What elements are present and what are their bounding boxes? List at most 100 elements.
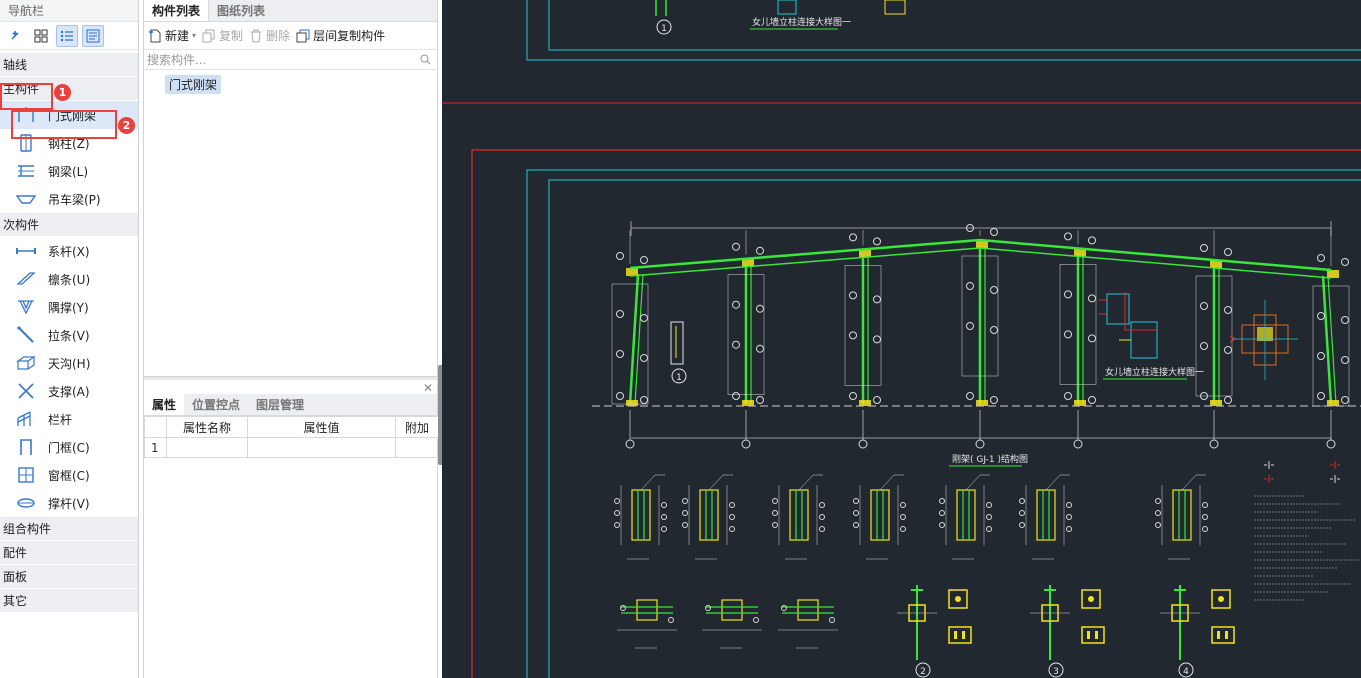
nav-item-steel-beam[interactable]: 钢梁(L) [0, 157, 138, 185]
marker-circle [1200, 302, 1208, 310]
nav-item-label: 拉条(V) [48, 328, 90, 343]
column-outline [1195, 275, 1233, 397]
nav-item-steel-column[interactable]: 钢柱(Z) [0, 129, 138, 157]
marker-circle [1224, 306, 1232, 314]
panel-collapse-handle[interactable] [438, 365, 443, 465]
plate-outline [636, 599, 658, 621]
column-header[interactable]: 属性名称 [166, 416, 248, 438]
category-combo[interactable]: 组合构件 [0, 517, 138, 541]
leader-line [708, 474, 733, 491]
nav-item-door-frame[interactable]: 门框(C) [0, 433, 138, 461]
marker-circle [1224, 396, 1232, 404]
category-fittings[interactable]: 配件 [0, 541, 138, 565]
category-label: 其它 [3, 594, 28, 608]
marker-circle [900, 502, 906, 508]
nav-item-bracing[interactable]: 支撑(A) [0, 377, 138, 405]
detail-circle [656, 19, 672, 35]
steel-column-icon [16, 133, 36, 153]
plate-detail [948, 626, 972, 644]
column-joint [1210, 260, 1222, 268]
nav-item-label: 隅撑(Y) [48, 300, 89, 315]
frame-column-flange [634, 273, 644, 405]
legend-symbol [1330, 475, 1340, 483]
marker-circle [668, 617, 674, 623]
detail-view-icon[interactable] [82, 24, 104, 47]
panel-splitter[interactable] [144, 376, 437, 380]
detail-box [777, 0, 797, 15]
nav-item-label: 门式刚架 [48, 108, 97, 123]
table-cell[interactable] [395, 437, 439, 458]
sheet-border-outer [526, 169, 1361, 678]
base-plate-detail [1229, 300, 1298, 380]
close-icon[interactable]: ✕ [422, 381, 433, 395]
marker-circle [853, 498, 859, 504]
axis-bubble [625, 439, 635, 449]
leader-line [879, 474, 904, 491]
tab-component-list[interactable]: 构件列表 [144, 0, 210, 21]
detail-circle-label: 4 [1183, 667, 1189, 677]
tab-properties[interactable]: 属性 [144, 394, 185, 415]
layer-copy-button[interactable]: 层间复制构件 [296, 27, 385, 44]
category-axis[interactable]: 轴线 [0, 53, 138, 77]
table-cell[interactable] [247, 437, 396, 458]
column-header[interactable]: 属性值 [247, 416, 396, 438]
list-item[interactable]: 门式刚架 [165, 75, 222, 94]
nav-item-strut[interactable]: 撑杆(V) [0, 489, 138, 517]
detail-box [884, 0, 906, 15]
leader-line [965, 474, 990, 491]
copy-icon [202, 29, 215, 42]
marker-circle [1200, 342, 1208, 350]
nav-item-purlin[interactable]: 檩条(U) [0, 265, 138, 293]
axis-bubble [1073, 439, 1083, 449]
marker-circle [939, 510, 945, 516]
nav-item-tie-rod[interactable]: 系杆(X) [0, 237, 138, 265]
list-view-icon[interactable] [56, 24, 78, 47]
search-input[interactable]: 搜索构件... [144, 50, 437, 70]
sag-rod-icon [16, 325, 36, 345]
sheet-boundary-red [471, 149, 1361, 678]
marker-circle [966, 392, 974, 400]
delete-button[interactable]: 删除 [249, 27, 290, 44]
marker-circle [819, 514, 825, 520]
new-button[interactable]: 新建 ▾ [148, 27, 196, 44]
copy-button[interactable]: 复制 [202, 27, 243, 44]
grid-view-icon[interactable] [30, 25, 52, 47]
cad-drawing-canvas[interactable]: 1 女儿墙立柱连接大样图一 1 女儿墙立柱连接大样图 [442, 0, 1361, 678]
category-other[interactable]: 其它 [0, 589, 138, 613]
nav-item-gutter[interactable]: 天沟(H) [0, 349, 138, 377]
nav-item-knee-brace[interactable]: 隅撑(Y) [0, 293, 138, 321]
category-secondary[interactable]: 次构件 [0, 213, 138, 237]
nav-item-label: 窗框(C) [48, 468, 90, 483]
table-cell[interactable] [166, 437, 248, 458]
dropdown-arrow-icon[interactable]: ▾ [192, 31, 197, 40]
marker-circle [729, 502, 735, 508]
category-panels[interactable]: 面板 [0, 565, 138, 589]
marker-circle [1066, 502, 1072, 508]
railing-icon [16, 409, 36, 429]
column-header[interactable]: 附加 [395, 416, 439, 438]
tab-drawing-list[interactable]: 图纸列表 [217, 4, 266, 18]
marker-circle [1066, 514, 1072, 520]
tab-control-points[interactable]: 位置控点 [192, 398, 241, 412]
nav-item-sag-rod[interactable]: 拉条(V) [0, 321, 138, 349]
marker-circle [900, 526, 906, 532]
tab-layer-management[interactable]: 图层管理 [256, 398, 305, 412]
marker-circle [1341, 396, 1349, 404]
nav-item-railing[interactable]: 栏杆 [0, 405, 138, 433]
nav-item-crane-beam[interactable]: 吊车梁(P) [0, 185, 138, 213]
add-icon[interactable] [4, 25, 26, 47]
marker-circle [661, 502, 667, 508]
marker-circle [1088, 236, 1096, 245]
copy-label: 复制 [219, 29, 244, 43]
sheet-border-inner [548, 179, 1361, 678]
marker-circle [1224, 346, 1232, 354]
table-row[interactable]: 1 [144, 437, 439, 458]
nav-item-label: 檩条(U) [48, 272, 91, 287]
marker-circle [853, 510, 859, 516]
nav-item-window-frame[interactable]: 窗框(C) [0, 461, 138, 489]
search-icon[interactable] [420, 54, 431, 65]
marker-circle [616, 310, 624, 318]
detail-circle [671, 368, 687, 384]
marker-circle [1019, 510, 1025, 516]
marker-circle [732, 300, 740, 309]
